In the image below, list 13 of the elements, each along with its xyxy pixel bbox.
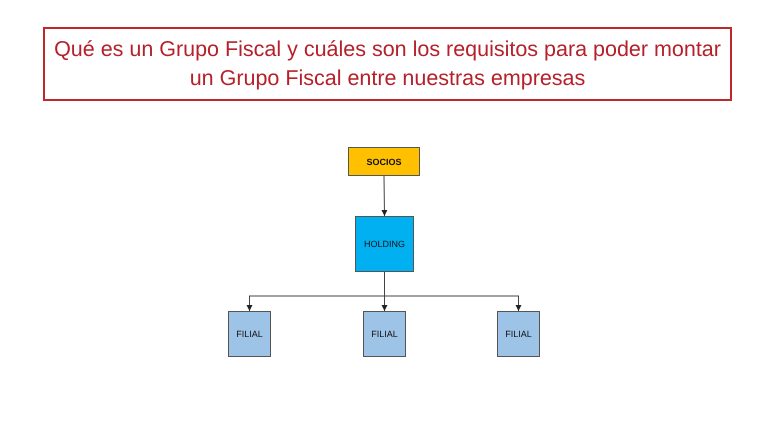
node-label: FILIAL xyxy=(371,329,398,339)
connector-arrow xyxy=(384,272,522,312)
org-box xyxy=(355,216,414,272)
org-box xyxy=(497,311,540,357)
org-box xyxy=(348,147,420,176)
node-label: FILIAL xyxy=(236,329,263,339)
org-box xyxy=(228,311,271,357)
node-label: FILIAL xyxy=(505,329,532,339)
org-box xyxy=(363,311,406,357)
node-label: HOLDING xyxy=(364,239,405,249)
connector-arrow xyxy=(381,176,388,216)
title-box: Qué es un Grupo Fiscal y cuáles son los requisitos para poder montar un Grupo Fiscal entre nuestras empresas xyxy=(43,27,732,101)
node-label: SOCIOS xyxy=(366,156,402,166)
